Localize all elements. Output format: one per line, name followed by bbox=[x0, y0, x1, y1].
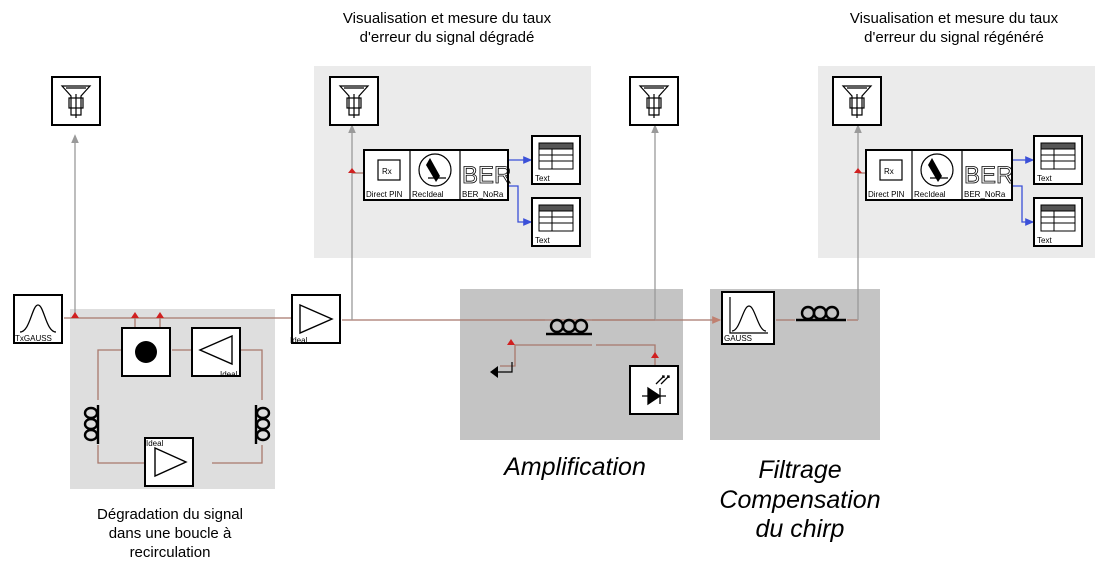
fiber-coil-icon bbox=[83, 405, 100, 444]
amplifier-triangle-icon bbox=[299, 303, 334, 335]
gaussian-filter[interactable]: GAUSS bbox=[721, 291, 775, 345]
gauss-label: GAUSS bbox=[724, 334, 752, 343]
ideal-label: Ideal bbox=[146, 439, 164, 448]
receiver-chain-degraded[interactable]: Rx Direct PIN RecIdeal BER BER_NoRa bbox=[363, 149, 512, 201]
regenerated-monitor-caption: Visualisation et mesure du taux d'erreur… bbox=[804, 10, 1098, 48]
fiber-coil-icon bbox=[546, 318, 592, 336]
degraded-monitor-caption: Visualisation et mesure du taux d'erreur… bbox=[292, 10, 602, 48]
gaussian-pulse-icon bbox=[19, 304, 57, 333]
visualizer-icon bbox=[60, 85, 92, 118]
termination-icon bbox=[490, 362, 513, 378]
text-box-regenerated-2[interactable]: Text bbox=[1033, 197, 1083, 247]
caption-line: d'erreur du signal dégradé bbox=[359, 28, 535, 46]
receiver-chain-regenerated[interactable]: Rx Direct PIN RecIdeal BER BER_NoRa bbox=[865, 149, 1014, 201]
ber-title: BER bbox=[462, 162, 511, 189]
caption-line: recirculation bbox=[129, 543, 211, 561]
fiber-coil-icon bbox=[254, 405, 271, 444]
caption-line: Amplification bbox=[504, 453, 646, 481]
ber-data-wire-4 bbox=[1012, 185, 1035, 226]
text-box-regenerated-1[interactable]: Text bbox=[1033, 135, 1083, 185]
fiber-coil-icon bbox=[796, 305, 846, 322]
table-icon bbox=[1040, 204, 1076, 232]
loop-wire bbox=[97, 318, 263, 464]
monitor-box-left[interactable] bbox=[51, 76, 101, 126]
caption-line: Visualisation et mesure du taux bbox=[849, 10, 1059, 27]
visualizer-icon bbox=[338, 85, 370, 118]
pump-laser[interactable] bbox=[629, 365, 679, 415]
filled-circle-icon bbox=[135, 341, 157, 363]
monitor-box-degraded[interactable] bbox=[329, 76, 379, 126]
text-label: Text bbox=[1037, 174, 1052, 183]
visualizer-icon bbox=[638, 85, 670, 118]
recideal-label: RecIdeal bbox=[412, 190, 444, 199]
connection-markers bbox=[71, 168, 862, 358]
text-label: Text bbox=[535, 236, 550, 245]
amplifier-triangle-icon bbox=[198, 334, 233, 366]
caption-line: dans une boucle à bbox=[108, 524, 232, 542]
visualizer-icon bbox=[841, 85, 873, 118]
amplification-caption: Amplification bbox=[470, 453, 680, 483]
ideal-label: Ideal bbox=[290, 336, 308, 345]
caption-line: Compensation bbox=[719, 485, 881, 514]
ber-nora-label: BER_NoRa bbox=[462, 190, 504, 199]
loop-modulator[interactable] bbox=[121, 327, 171, 377]
table-icon bbox=[1040, 142, 1076, 170]
filter-response-icon bbox=[729, 297, 768, 334]
text-box-degraded-2[interactable]: Text bbox=[531, 197, 581, 247]
rx-label: Rx bbox=[884, 167, 894, 176]
caption-line: du chirp bbox=[755, 515, 845, 543]
recideal-clock-icon bbox=[920, 153, 954, 187]
ber-data-wire-2 bbox=[508, 185, 533, 226]
direct-pin-label: Direct PIN bbox=[868, 190, 905, 199]
text-box-degraded-1[interactable]: Text bbox=[531, 135, 581, 185]
filter-caption: Filtrage Compensation du chirp bbox=[705, 456, 895, 545]
gaussian-source[interactable]: TxGAUSS bbox=[13, 294, 63, 344]
amplification-region bbox=[460, 289, 683, 440]
caption-line: d'erreur du signal régénéré bbox=[864, 28, 1044, 46]
direct-pin-label: Direct PIN bbox=[366, 190, 403, 199]
text-label: Text bbox=[535, 174, 550, 183]
ber-nora-label: BER_NoRa bbox=[964, 190, 1006, 199]
laser-diode-icon bbox=[642, 375, 670, 406]
table-icon bbox=[538, 142, 574, 170]
recideal-label: RecIdeal bbox=[914, 190, 946, 199]
recideal-clock-icon bbox=[418, 153, 452, 187]
monitor-box-regenerated[interactable] bbox=[832, 76, 882, 126]
text-label: Text bbox=[1037, 236, 1052, 245]
caption-line: Filtrage bbox=[758, 456, 842, 484]
amplifier-triangle-icon bbox=[154, 446, 188, 478]
ideal-label: Ideal bbox=[220, 370, 238, 379]
ber-title: BER bbox=[964, 162, 1013, 189]
source-label: TxGAUSS bbox=[15, 334, 52, 343]
loop-caption: Dégradation du signal dans une boucle à … bbox=[60, 506, 280, 562]
monitor-box-amp[interactable] bbox=[629, 76, 679, 126]
caption-line: Dégradation du signal bbox=[97, 506, 243, 523]
rx-label: Rx bbox=[382, 167, 392, 176]
caption-line: Visualisation et mesure du taux bbox=[342, 10, 552, 27]
amp-pump-wire bbox=[500, 344, 656, 367]
main-amplifier[interactable]: Ideal bbox=[290, 294, 341, 345]
loop-amplifier-bottom[interactable]: Ideal bbox=[144, 437, 194, 487]
table-icon bbox=[538, 204, 574, 232]
loop-amplifier-reverse[interactable]: Ideal bbox=[191, 327, 241, 379]
